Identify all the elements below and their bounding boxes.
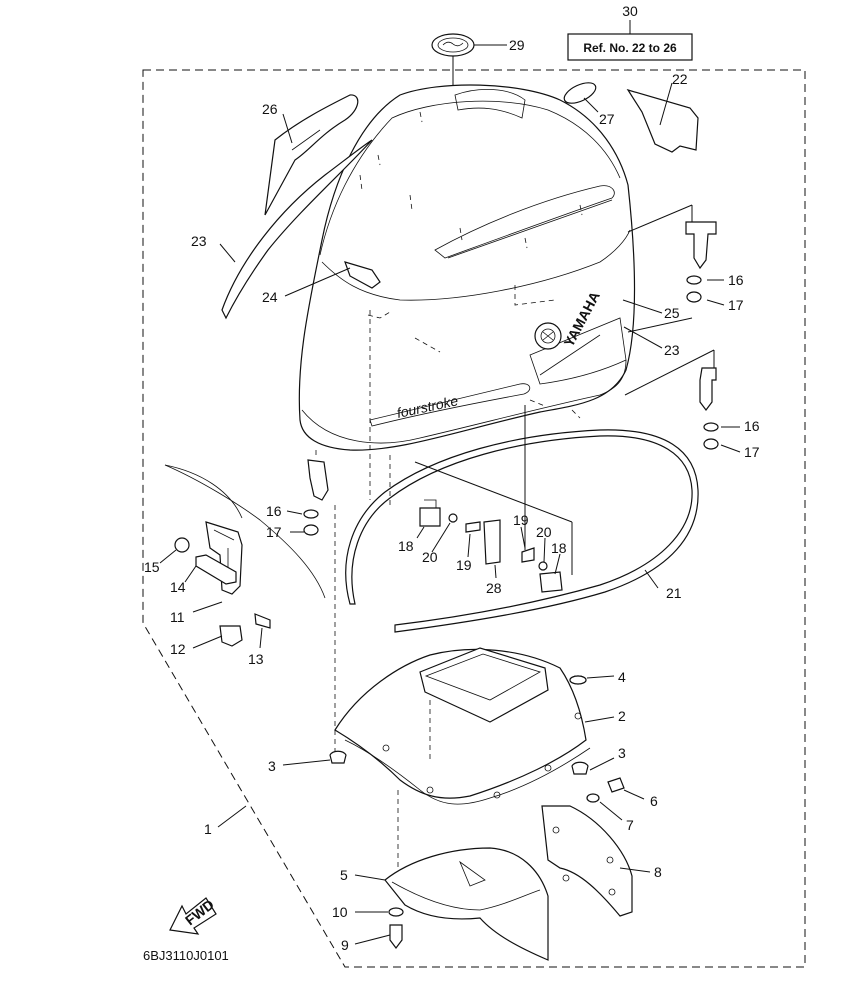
lid-27 xyxy=(563,82,597,104)
reference-box: Ref. No. 22 to 26 30 xyxy=(567,3,693,61)
panel-22 xyxy=(626,88,699,153)
callout-16: 16 xyxy=(728,272,744,288)
callout-8: 8 xyxy=(654,864,662,880)
callout-10: 10 xyxy=(332,904,348,920)
leader-lines xyxy=(159,82,741,945)
fwd-arrow: FWD xyxy=(169,896,217,935)
callout-6: 6 xyxy=(650,793,658,809)
callout-28: 28 xyxy=(486,580,502,596)
top-cowling: YAMAHA fourstroke xyxy=(298,84,636,451)
callout-numbers: 29 26 27 22 23 24 16 17 25 23 16 17 16 1… xyxy=(144,37,760,953)
callout-3: 3 xyxy=(618,745,626,761)
callout-13: 13 xyxy=(248,651,264,667)
callout-1: 1 xyxy=(204,821,212,837)
callout-20: 20 xyxy=(422,549,438,565)
callout-17: 17 xyxy=(728,297,744,313)
callout-14: 14 xyxy=(170,579,186,595)
callout-19: 19 xyxy=(513,512,529,528)
bottom-cowling xyxy=(329,505,591,880)
lower-cover xyxy=(384,847,549,961)
side-plate xyxy=(541,805,633,917)
side-panel-26 xyxy=(264,94,359,216)
fitting-group-right xyxy=(414,405,573,593)
callout-7: 7 xyxy=(626,817,634,833)
callout-27: 27 xyxy=(599,111,615,127)
callout-22: 22 xyxy=(672,71,688,87)
small-parts xyxy=(388,675,625,949)
callout-20: 20 xyxy=(536,524,552,540)
callout-18: 18 xyxy=(551,540,567,556)
callout-3: 3 xyxy=(268,758,276,774)
callout-16: 16 xyxy=(266,503,282,519)
callout-9: 9 xyxy=(341,937,349,953)
seal-21 xyxy=(345,429,699,633)
diagram-code: 6BJ3110J0101 xyxy=(143,948,229,963)
callout-17: 17 xyxy=(744,444,760,460)
callout-4: 4 xyxy=(618,669,626,685)
callout-19: 19 xyxy=(456,557,472,573)
callout-11: 11 xyxy=(170,609,185,625)
hook-left xyxy=(303,450,329,536)
reference-box-text: Ref. No. 22 to 26 xyxy=(583,41,677,55)
callout-2: 2 xyxy=(618,708,626,724)
hook-lower-right xyxy=(624,349,719,450)
callout-26: 26 xyxy=(262,101,278,117)
callout-23: 23 xyxy=(664,342,680,358)
callout-30: 30 xyxy=(622,3,638,19)
assembly-outline xyxy=(142,69,806,968)
callout-15: 15 xyxy=(144,559,160,575)
callout-16: 16 xyxy=(744,418,760,434)
callout-24: 24 xyxy=(262,289,278,305)
callout-17: 17 xyxy=(266,524,282,540)
bracket-assembly xyxy=(164,464,326,647)
fitting-group-left xyxy=(369,310,501,565)
hook-upper-right xyxy=(627,204,717,333)
callout-21: 21 xyxy=(666,585,682,601)
callout-25: 25 xyxy=(664,305,680,321)
callout-12: 12 xyxy=(170,641,186,657)
callout-5: 5 xyxy=(340,867,348,883)
callout-23: 23 xyxy=(191,233,207,249)
callout-29: 29 xyxy=(509,37,525,53)
side-strip-23a xyxy=(221,139,373,320)
callout-18: 18 xyxy=(398,538,414,554)
